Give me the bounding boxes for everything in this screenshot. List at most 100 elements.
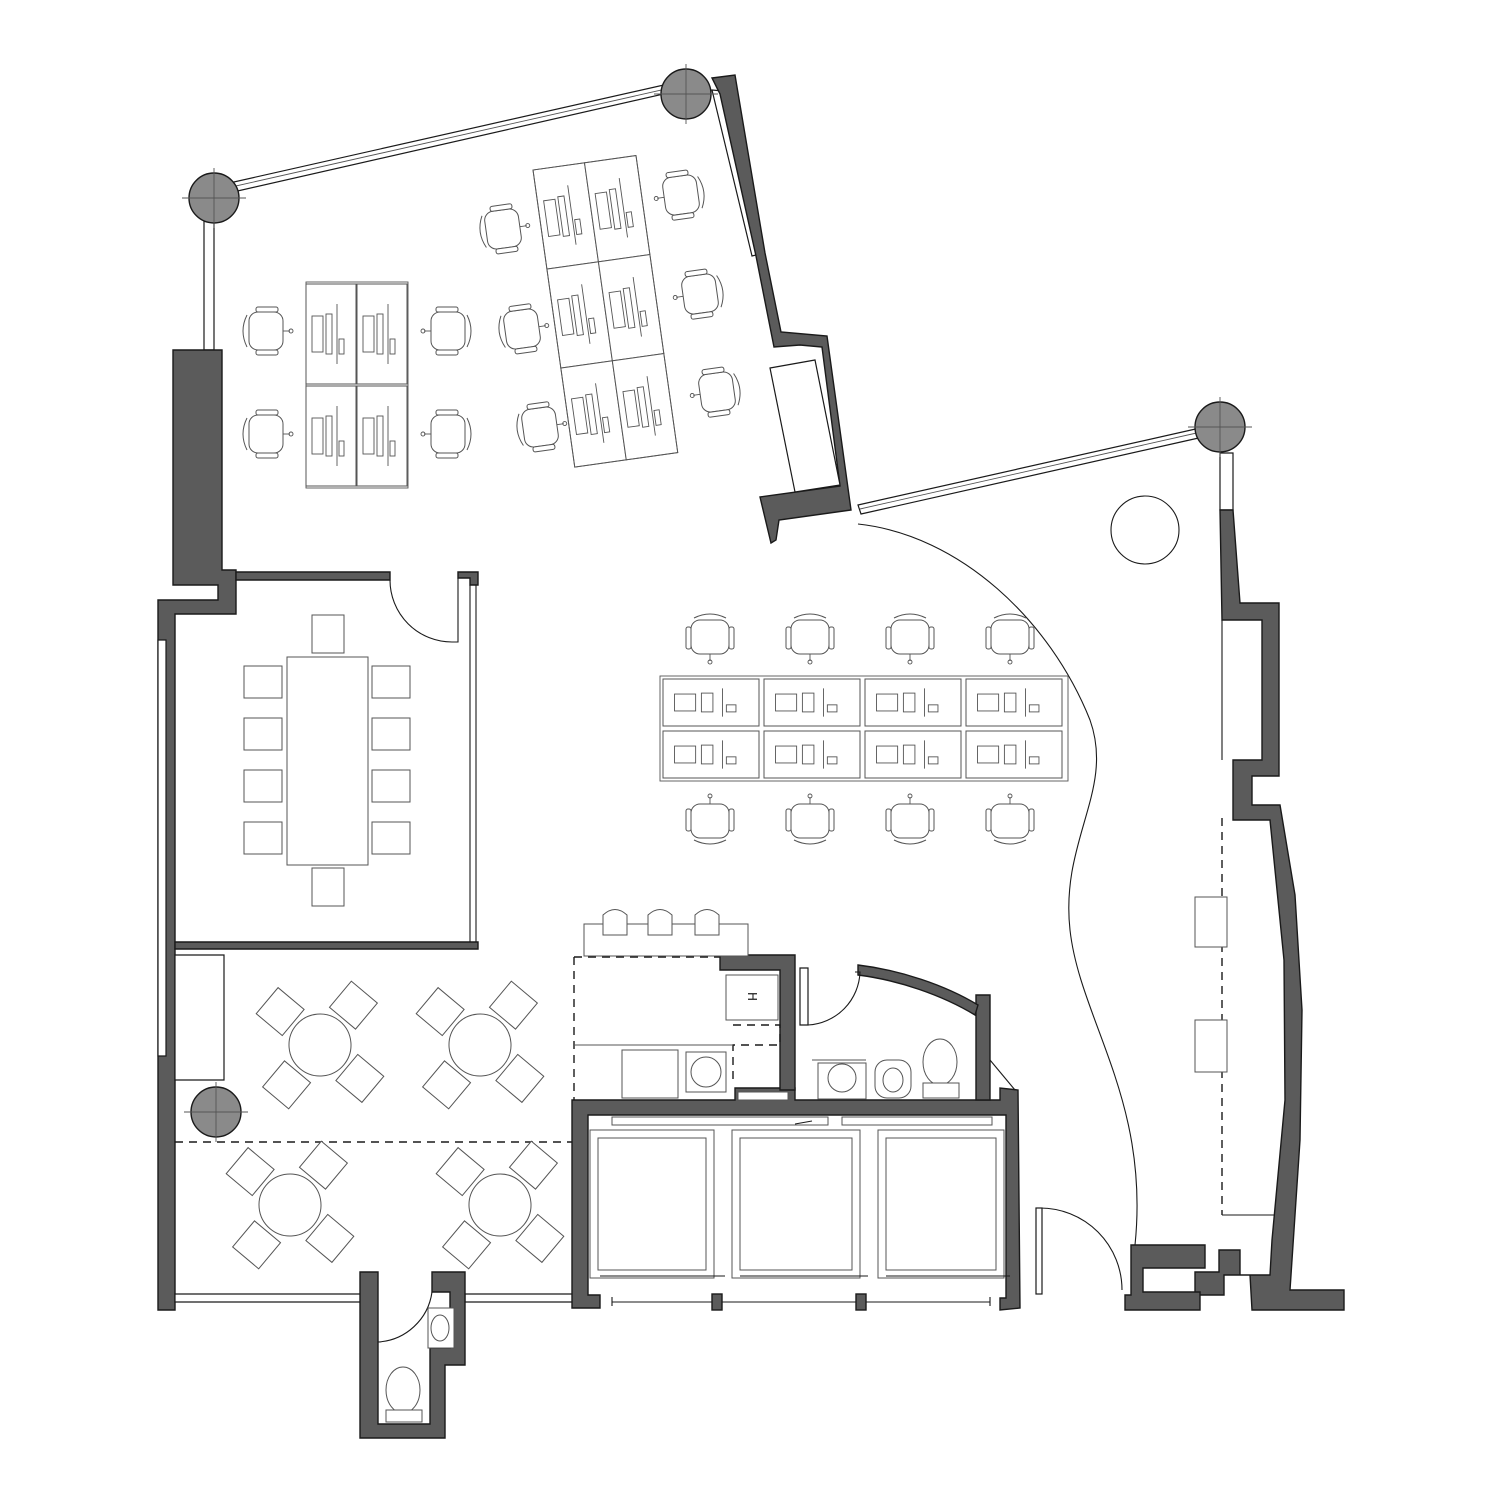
kitchen-marker: H <box>745 992 759 1001</box>
desk-icon <box>305 385 357 487</box>
toilet-icon <box>922 1038 960 1099</box>
chair-icon <box>685 793 735 845</box>
desk-icon <box>546 261 613 369</box>
cafe-area <box>225 980 565 1270</box>
wall-meeting-east-stub <box>457 571 479 586</box>
chair-icon <box>495 1053 545 1104</box>
desk-icon <box>356 385 408 487</box>
glazing-west-lower <box>157 639 167 1057</box>
door-swing-icon <box>1039 1207 1123 1291</box>
curved-partition <box>857 523 1138 1246</box>
door-swing-icon <box>389 578 459 643</box>
chair-icon <box>435 1146 485 1197</box>
chair-icon <box>985 613 1035 665</box>
chair-icon <box>328 980 379 1030</box>
chair-icon <box>498 303 550 355</box>
open-office-east <box>659 613 1069 845</box>
desk-icon <box>965 730 1063 779</box>
wall-kitchen-east <box>719 954 796 1091</box>
elevator-lobby <box>589 1091 1010 1279</box>
chair-icon <box>335 1053 385 1104</box>
wall-washroom-inner <box>799 967 809 1026</box>
desk-icon <box>763 678 861 727</box>
plan-lines <box>175 495 1275 1343</box>
stair-block <box>1124 1244 1206 1311</box>
desk-icon <box>965 678 1063 727</box>
wall-meeting-north <box>235 571 391 581</box>
bar-stools <box>602 909 720 936</box>
desk-icon <box>864 730 962 779</box>
desk-icon <box>356 283 408 385</box>
chair-icon <box>255 986 305 1037</box>
toilet-icon <box>385 1366 423 1423</box>
cafe-table <box>225 1140 355 1270</box>
chair-icon <box>305 1213 355 1264</box>
wall-washroom-back <box>989 1059 1016 1091</box>
chair-icon <box>515 1213 565 1264</box>
chair-icon <box>516 401 568 453</box>
chair-icon <box>672 268 724 320</box>
chair-icon <box>653 169 705 221</box>
recess-east <box>769 359 841 493</box>
glazing-west-upper <box>203 207 215 351</box>
chair-icon <box>420 409 472 459</box>
chair-icon <box>242 409 294 459</box>
desk-icon <box>305 283 357 385</box>
meeting-room <box>243 614 411 907</box>
glazing-east-wing <box>857 427 1204 515</box>
partition-cafe <box>174 954 225 1081</box>
cafe-table <box>435 1140 565 1270</box>
kitchenette: H <box>574 909 779 1099</box>
chair-icon <box>785 793 835 845</box>
glazing-south-west <box>174 1293 363 1303</box>
chair-icon <box>225 1146 275 1197</box>
cafe-table <box>255 980 385 1110</box>
walls <box>157 74 1345 1439</box>
chair-icon <box>420 306 472 356</box>
chair-icon <box>415 986 465 1037</box>
fridge <box>621 1049 679 1099</box>
round-table <box>1110 495 1180 565</box>
chair-icon <box>885 613 935 665</box>
wall-west-upper <box>157 349 237 1311</box>
washroom <box>385 1038 960 1423</box>
cafe-table <box>415 980 545 1110</box>
wall-small-washroom <box>359 1271 466 1439</box>
glazing-south-mid <box>464 1293 574 1303</box>
chair-icon <box>885 793 935 845</box>
chair-icon <box>441 1220 492 1270</box>
chair-icon <box>421 1060 472 1110</box>
wall-meeting-south <box>174 941 479 950</box>
desk-icon <box>662 730 760 779</box>
chair-icon <box>261 1060 312 1110</box>
chair-icon <box>985 793 1035 845</box>
wall-washroom-curve <box>857 964 979 1017</box>
east-cabinets <box>1194 896 1228 1073</box>
wall-east <box>1194 509 1345 1311</box>
wall-north-east <box>710 74 852 545</box>
chair-icon <box>785 613 835 665</box>
chair-icon <box>689 366 741 418</box>
sink-icon <box>827 1063 857 1093</box>
glazing-east-wing-side <box>1219 452 1234 511</box>
chair-icon <box>311 614 345 654</box>
chair-icon <box>298 1140 349 1190</box>
sink-icon <box>690 1056 722 1088</box>
open-office-north <box>242 154 741 489</box>
columns <box>182 64 1252 1142</box>
desk-icon <box>763 730 861 779</box>
chair-icon <box>242 306 294 356</box>
chair-icon <box>488 980 539 1030</box>
chair-icon <box>685 613 735 665</box>
chair-icon <box>311 867 345 907</box>
desk-icon <box>662 678 760 727</box>
door-swing-icon <box>377 1291 433 1343</box>
chair-icon <box>231 1220 282 1270</box>
meeting-table <box>286 656 369 866</box>
chair-icon <box>479 203 531 255</box>
desk-icon <box>864 678 962 727</box>
chair-icon <box>508 1140 559 1190</box>
sink-icon <box>427 1307 455 1349</box>
door-swing-icon <box>807 971 861 1026</box>
